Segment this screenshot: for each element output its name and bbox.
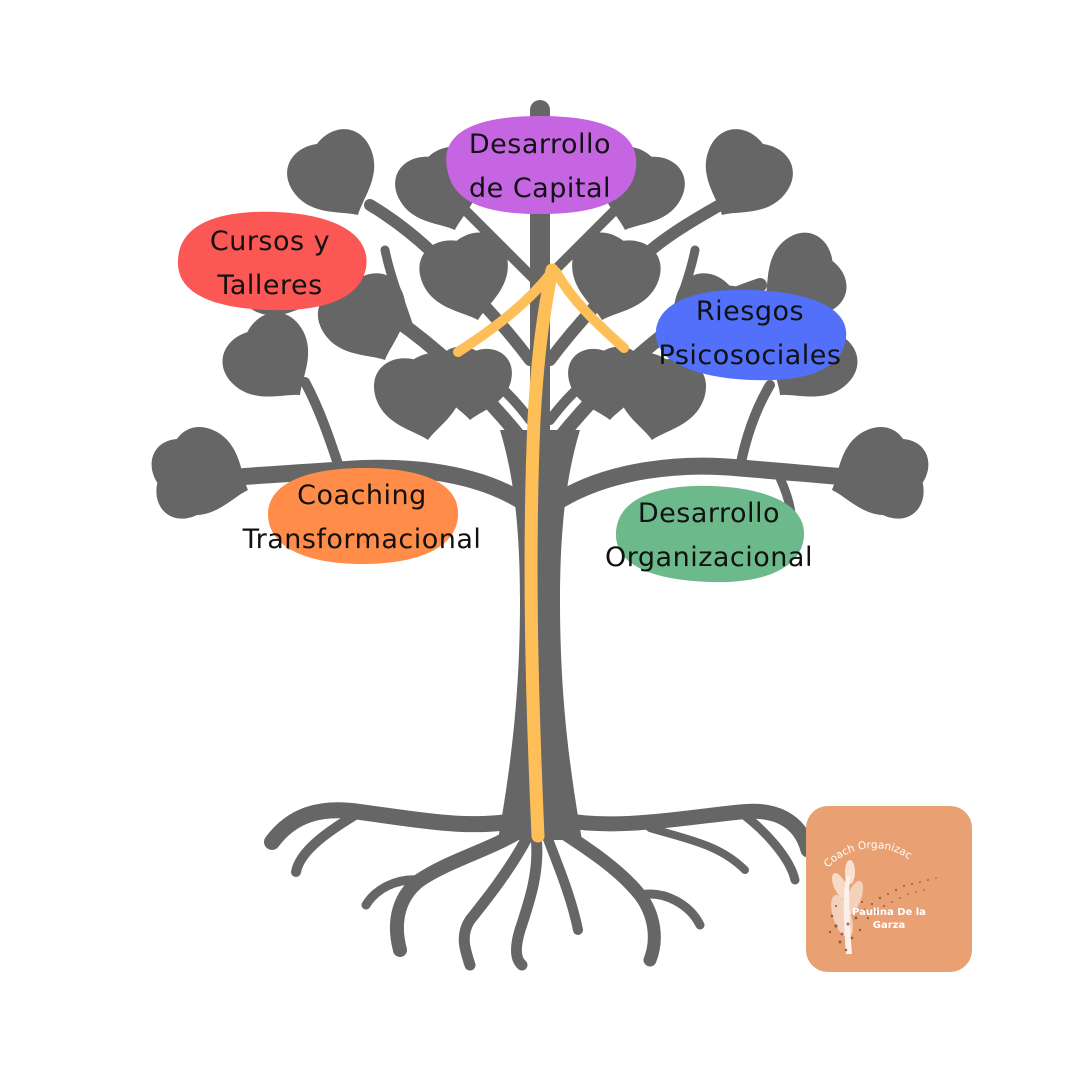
coach-logo-badge: Coach Organizacional <box>806 806 972 972</box>
growth-arrow-shaft <box>524 263 559 843</box>
node-cursos-line-1: Cursos y <box>209 226 331 257</box>
node-coaching-label: Coaching Transformacional <box>222 474 502 562</box>
logo-name-line-2: Garza <box>872 920 906 931</box>
node-coaching-line-2: Transformacional <box>242 524 482 555</box>
growth-arrow <box>453 263 629 843</box>
node-capital-line-2: de Capital <box>468 173 611 204</box>
growth-arrow-head-right <box>551 267 629 353</box>
node-cursos-bubble <box>177 211 367 311</box>
node-organizacional-bubble <box>615 485 805 583</box>
topic-bubbles <box>177 116 847 583</box>
node-riesgos-label: Riesgos Psicosociales <box>640 290 860 378</box>
node-cursos-label: Cursos y Talleres <box>180 220 360 308</box>
speckle-texture <box>828 877 937 952</box>
node-coaching-line-1: Coaching <box>297 480 427 511</box>
node-coaching-bubble <box>268 468 459 564</box>
node-cursos-line-2: Talleres <box>217 270 323 301</box>
node-riesgos-line-1: Riesgos <box>695 296 805 327</box>
logo-artwork: Coach Organizacional <box>806 806 972 972</box>
growth-arrow-head-left <box>453 267 557 357</box>
logo-name-line-1: Paulina De la <box>852 907 926 918</box>
node-organizacional-line-2: Organizacional <box>605 542 813 573</box>
logo-background <box>806 806 972 972</box>
node-organizacional-line-1: Desarrollo <box>637 498 781 529</box>
node-capital-bubble <box>446 116 637 214</box>
node-riesgos-line-2: Psicosociales <box>658 340 842 371</box>
node-capital-line-1: Desarrollo <box>468 129 612 160</box>
node-capital-label: Desarrollo de Capital <box>440 123 640 211</box>
node-riesgos-bubble <box>655 289 847 381</box>
tree-silhouette <box>147 100 933 971</box>
tree-trunk <box>498 430 582 840</box>
logo-name: Paulina De la Garza <box>806 906 972 932</box>
node-organizacional-label: Desarrollo Organizacional <box>596 492 822 580</box>
tree-roots <box>264 802 816 971</box>
